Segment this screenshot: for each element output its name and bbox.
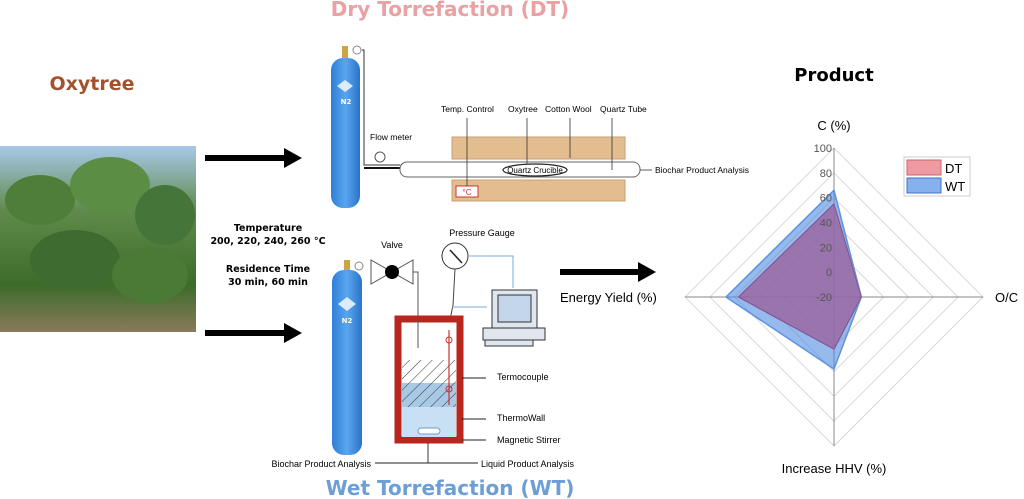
furnace-label-lines xyxy=(466,118,652,186)
oxytree-photo xyxy=(0,146,196,332)
legend-swatch-dt xyxy=(906,159,942,176)
oxytree-label: Oxytree xyxy=(508,104,538,114)
arrow-to-product xyxy=(560,262,656,282)
axis-label-energy-yield: Energy Yield (%) xyxy=(560,290,657,305)
product-title: Product xyxy=(794,65,874,86)
series-overlap xyxy=(737,202,862,350)
temperature-values: 200, 220, 240, 260 °C xyxy=(210,236,325,247)
axis-label-oc: O/C xyxy=(995,290,1018,305)
valve-label: Valve xyxy=(381,240,403,250)
cotton-wool-label: Cotton Wool xyxy=(545,104,592,114)
tick-label: 0 xyxy=(826,267,832,279)
legend-swatch-wt xyxy=(906,177,942,194)
radar-chart: 100 80 60 40 20 0 -20 xyxy=(684,143,984,447)
axis-label-hhv: Increase HHV (%) xyxy=(782,461,887,476)
legend-label-dt: DT xyxy=(945,161,962,176)
flow-meter-label: Flow meter xyxy=(370,132,412,142)
wet-torrefaction-title: Wet Torrefaction (WT) xyxy=(326,476,575,499)
arrow-to-dt xyxy=(205,148,302,168)
feedstock-title: Oxytree xyxy=(49,73,134,95)
tube-furnace: Quartz Crucible °C xyxy=(399,136,641,202)
pressure-gauge-label: Pressure Gauge xyxy=(449,228,515,238)
dt-gas-line xyxy=(362,49,400,166)
thermocouple-label: Termocouple xyxy=(497,372,549,382)
residence-time-label: Residence Time xyxy=(226,264,310,275)
computer-icon xyxy=(482,289,546,347)
tick-label: 80 xyxy=(820,168,832,180)
axis-label-c: C (%) xyxy=(817,118,850,133)
tick-label: -20 xyxy=(816,292,832,304)
flow-meter-icon xyxy=(374,151,386,163)
legend-label-wt: WT xyxy=(945,179,965,194)
tick-label: 100 xyxy=(814,143,832,155)
temperature-label: Temperature xyxy=(234,223,302,234)
temp-control-label: Temp. Control xyxy=(441,104,494,114)
dt-biochar-output-label: Biochar Product Analysis xyxy=(655,165,749,175)
arrow-to-wt xyxy=(205,323,302,343)
reactor xyxy=(394,315,464,444)
quartz-tube-label: Quartz Tube xyxy=(600,104,647,114)
svg-text:Quartz Crucible: Quartz Crucible xyxy=(507,166,563,175)
pressure-gauge-icon xyxy=(441,242,469,270)
thermowall-label: ThermoWall xyxy=(497,413,545,423)
wt-nitrogen-cylinder: N2 xyxy=(332,260,364,455)
svg-text:N2: N2 xyxy=(342,317,353,325)
tick-label: 40 xyxy=(820,218,832,230)
dt-nitrogen-cylinder: N2 xyxy=(331,45,362,208)
residence-time-values: 30 min, 60 min xyxy=(228,277,308,288)
valve-icon xyxy=(370,259,414,285)
legend: DT WT xyxy=(903,156,971,197)
tick-label: 60 xyxy=(820,193,832,205)
svg-text:°C: °C xyxy=(463,188,472,197)
magnetic-stirrer-label: Magnetic Stirrer xyxy=(497,435,561,445)
tick-label: 20 xyxy=(820,242,832,254)
liquid-output-label: Liquid Product Analysis xyxy=(481,459,575,469)
svg-text:N2: N2 xyxy=(341,98,352,106)
wt-biochar-output-label: Biochar Product Analysis xyxy=(271,459,371,469)
dry-torrefaction-title: Dry Torrefaction (DT) xyxy=(331,0,569,21)
